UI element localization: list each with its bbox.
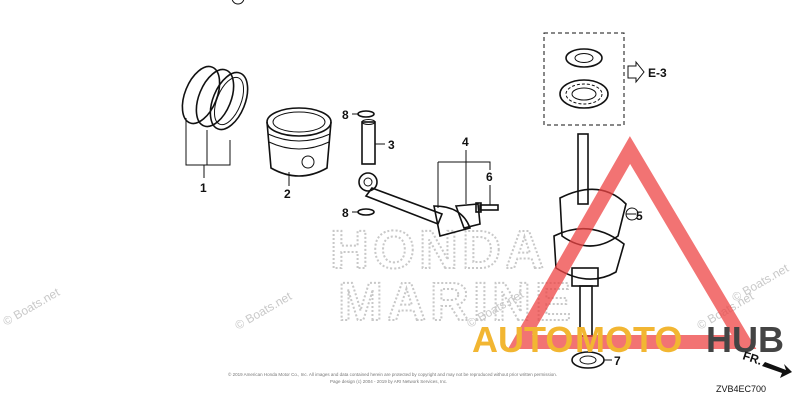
callout-8-bottom: 8 [342,206,349,220]
piston-rings[interactable] [175,61,255,135]
brand-word-moto: MOTO [575,319,682,360]
direction-label: FR. [741,349,764,368]
legal-line-1: © 2019 American Honda Motor Co., Inc. Al… [228,371,557,377]
honda-watermark: HONDA [330,220,548,280]
ref-label[interactable]: E-3 [648,66,667,80]
piston[interactable] [266,107,332,177]
leader-4-top [438,161,491,170]
callout-8-top: 8 [342,108,349,122]
ball-bearing[interactable] [559,79,609,109]
rod-cap[interactable] [454,203,481,229]
callout-3: 3 [388,138,395,152]
callout-6: 6 [486,170,493,184]
bearing-box [543,32,625,126]
callout-7: 7 [614,354,621,368]
top-edge-circle [231,0,245,5]
brand-word-auto: AUTO [472,319,573,360]
connecting-rod[interactable] [358,172,472,237]
site-watermark-1: © Boats.net [1,285,63,329]
piston-pin[interactable] [361,119,376,165]
ring-bracket [185,118,231,166]
direction-arrow-icon [762,362,792,378]
site-watermark-5: © Boats.net [730,261,792,305]
diagram-code: ZVB4EC700 [716,384,766,394]
circlip-bottom[interactable] [357,208,375,216]
callout-1: 1 [200,181,207,195]
circlip-top[interactable] [357,110,375,118]
brand-triangle [507,136,757,349]
site-watermark-2: © Boats.net [233,289,295,333]
brand-logo: AUTO MOTO HUB [472,136,784,360]
brand-word-hub: HUB [706,319,784,360]
legal-line-2: Page design (c) 2004 - 2019 by ARI Netwo… [330,379,447,384]
callout-5: 5 [636,209,643,223]
oil-seal-top[interactable] [565,48,603,68]
callout-4: 4 [462,135,469,149]
callout-2: 2 [284,187,291,201]
rod-bolt[interactable] [475,202,499,213]
direction-indicator: FR. [741,349,792,378]
ref-arrow [627,60,645,84]
